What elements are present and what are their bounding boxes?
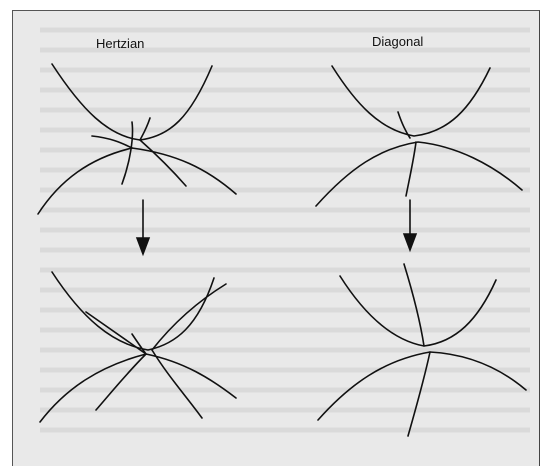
background-text-texture: [40, 30, 530, 430]
lower-grain-outline: [38, 148, 236, 214]
hertzian-label: Hertzian: [96, 36, 144, 51]
diagonal-contact-before: [316, 66, 522, 206]
upper-grain-outline: [332, 66, 490, 136]
crack: [404, 264, 424, 346]
crack: [408, 352, 430, 436]
contact-line: [92, 136, 132, 148]
crack: [140, 140, 186, 186]
crack: [152, 284, 226, 350]
hertzian-contact-after: [40, 272, 236, 422]
diagonal-label: Diagonal: [372, 34, 423, 49]
